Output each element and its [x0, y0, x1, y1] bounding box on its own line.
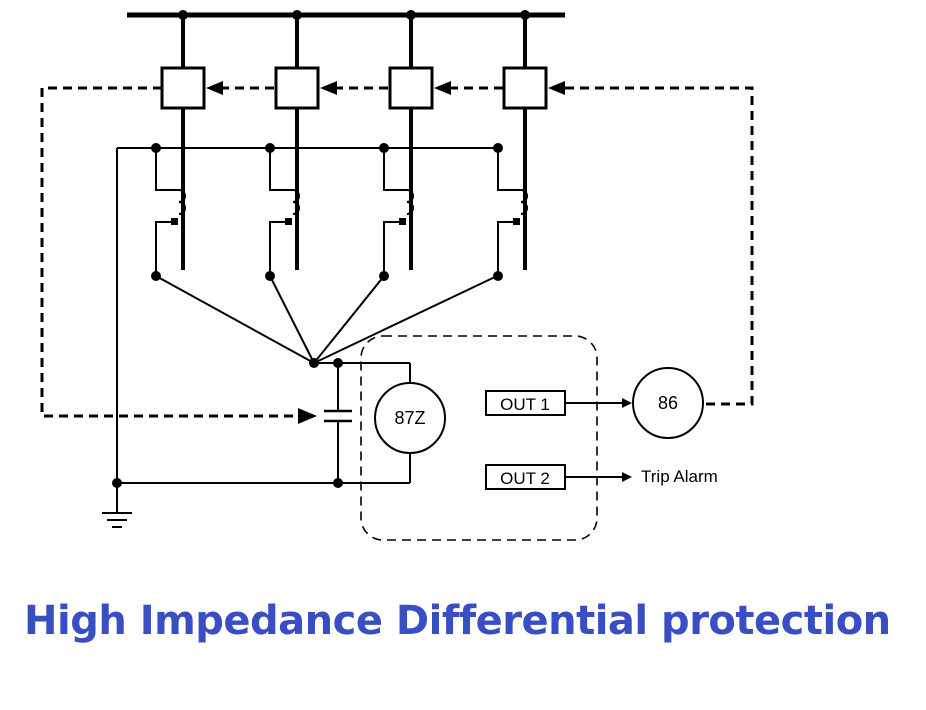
output-2-label: OUT 2 [500, 469, 550, 488]
trip-signal-path [40, 81, 754, 424]
junction-dot [112, 478, 122, 488]
ct-secondary-leads [155, 275, 498, 364]
current-transformer-icon [155, 148, 186, 276]
circuit-breaker-icon[interactable] [274, 66, 320, 110]
current-transformer-icon [383, 148, 414, 276]
trip-alarm-label: Trip Alarm [641, 467, 718, 486]
relay-87z[interactable]: 87Z [374, 382, 446, 454]
feeder-2 [265, 10, 320, 281]
current-transformer-icon [269, 148, 300, 276]
lockout-relay-86[interactable]: 86 [632, 367, 704, 439]
lockout-relay-label: 86 [658, 393, 678, 413]
ct-return-wire [116, 147, 497, 512]
ground-icon [102, 512, 132, 528]
circuit-breaker-icon[interactable] [502, 66, 548, 110]
polarity-mark [513, 218, 520, 225]
current-transformer-icon [497, 148, 528, 276]
feeder-4 [493, 10, 548, 281]
feeder-1 [151, 10, 206, 281]
polarity-mark [285, 218, 292, 225]
circuit-breaker-icon[interactable] [160, 66, 206, 110]
polarity-mark [171, 218, 178, 225]
junction-dot [493, 271, 503, 281]
polarity-mark [399, 218, 406, 225]
page-title: High Impedance Differential protection [24, 598, 891, 644]
output-1[interactable]: OUT 1 [485, 390, 566, 416]
circuit-breaker-icon[interactable] [388, 66, 434, 110]
capacitor-icon [324, 363, 352, 483]
relay-enclosure [360, 335, 598, 541]
relay-87z-label: 87Z [394, 408, 425, 428]
feeder-3 [379, 10, 434, 281]
output-1-label: OUT 1 [500, 395, 550, 414]
output-2[interactable]: OUT 2 [485, 464, 566, 490]
